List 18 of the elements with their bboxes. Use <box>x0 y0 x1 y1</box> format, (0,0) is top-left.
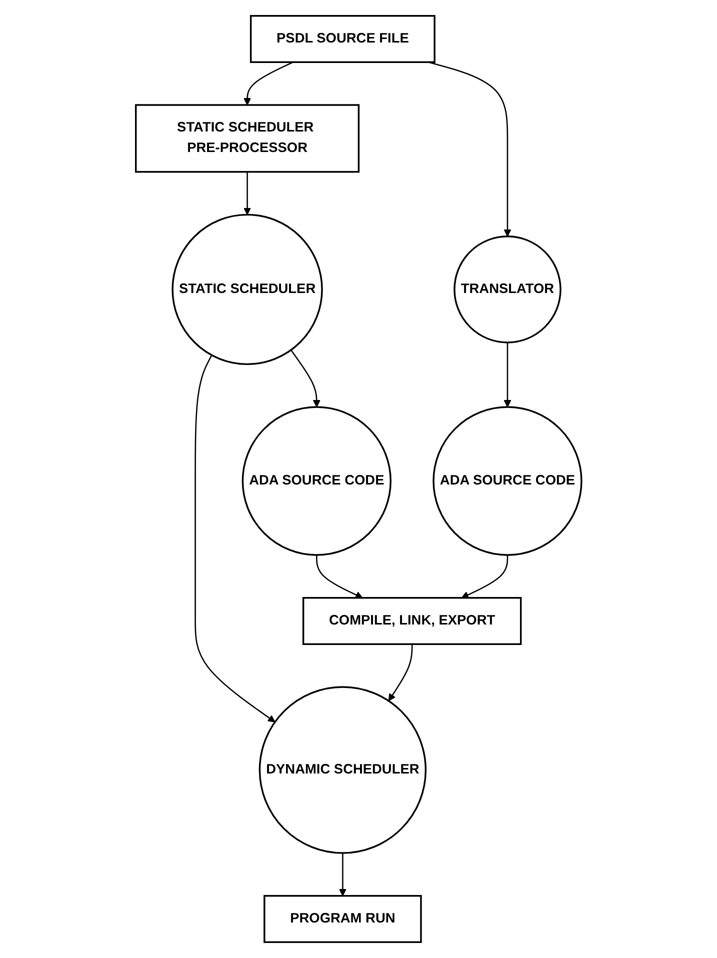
node-box: STATIC SCHEDULER PRE-PROCESSOR <box>134 104 360 173</box>
arrow <box>316 555 363 598</box>
node-circle: ADA SOURCE CODE <box>432 406 582 556</box>
node-box: COMPILE, LINK, EXPORT <box>302 597 522 645</box>
node-circle: TRANSLATOR <box>453 236 562 344</box>
arrow <box>338 853 346 896</box>
arrow <box>243 172 251 216</box>
arrow <box>194 354 276 722</box>
node-circle: DYNAMIC SCHEDULER <box>258 686 426 854</box>
arrow <box>504 342 512 408</box>
arrow <box>290 350 320 408</box>
node-circle: ADA SOURCE CODE <box>242 406 392 556</box>
arrow <box>388 644 413 702</box>
arrow <box>461 555 508 598</box>
node-circle: STATIC SCHEDULER <box>172 214 323 366</box>
node-box: PSDL SOURCE FILE <box>250 15 436 63</box>
node-box: PROGRAM RUN <box>263 894 422 943</box>
arrow <box>243 62 294 106</box>
